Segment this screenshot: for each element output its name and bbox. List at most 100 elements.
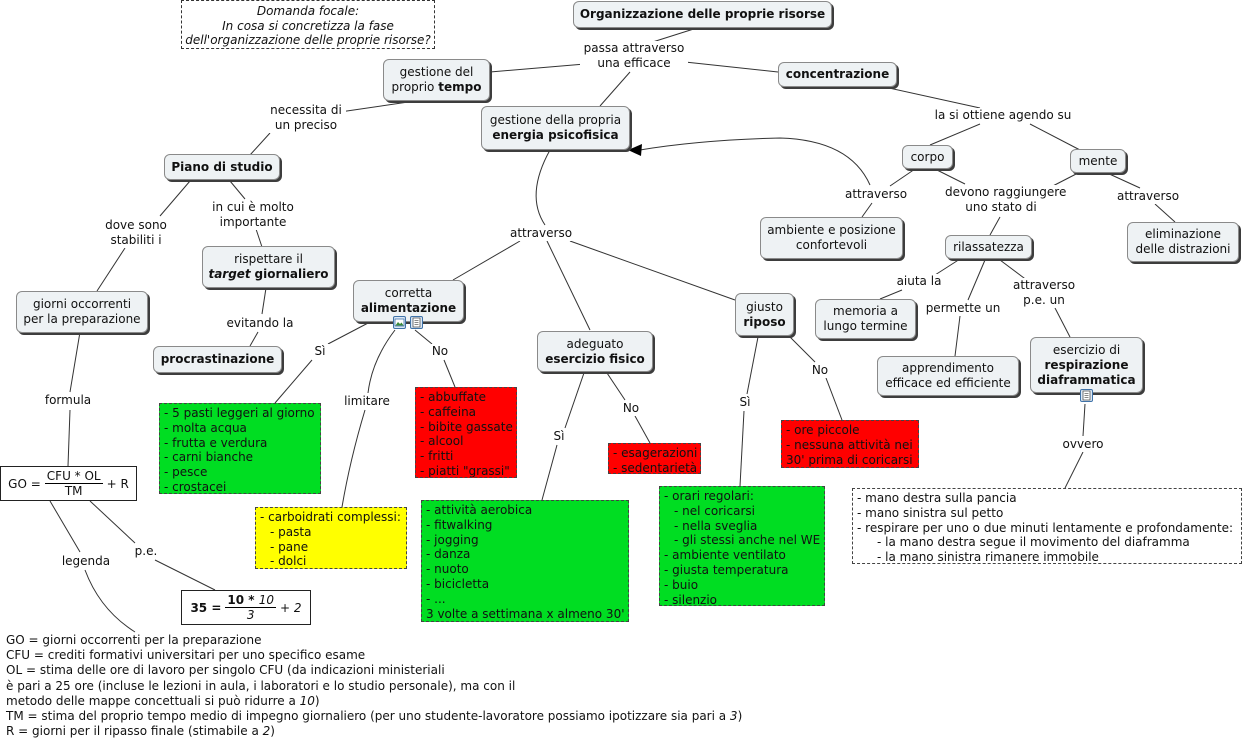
example-fraction: 10 * 10 3 bbox=[225, 593, 277, 622]
link-label-no: No bbox=[619, 401, 643, 416]
node-procrastinazione[interactable]: procrastinazione bbox=[153, 346, 282, 373]
link-label-attraverso-pe: attraverso p.e. un bbox=[1008, 278, 1080, 308]
list-item: - bibite gassate bbox=[420, 419, 513, 434]
list-item: - mano destra sulla pancia bbox=[857, 491, 1017, 505]
node-eliminazione-distrazioni[interactable]: eliminazione delle distrazioni bbox=[1127, 222, 1239, 262]
link-label-in-cui: in cui è molto importante bbox=[205, 200, 301, 230]
link-label-dove-sono: dove sono stabiliti i bbox=[100, 218, 172, 248]
node-respirazione-diaframmatica[interactable]: esercizio di respirazione diaframmatica bbox=[1030, 337, 1143, 393]
link-label-no: No bbox=[428, 344, 452, 359]
node-root[interactable]: Organizzazione delle proprie risorse bbox=[573, 1, 832, 28]
list-item: - ore piccole bbox=[786, 423, 860, 437]
list-item: - silenzio bbox=[664, 592, 718, 606]
image-icon[interactable] bbox=[393, 316, 406, 329]
box-respirazione-istruzioni: - mano destra sulla pancia - mano sinist… bbox=[852, 488, 1242, 564]
list-item: - 5 pasti leggeri al giorno bbox=[164, 406, 315, 420]
list-item: - bicicletta bbox=[426, 576, 490, 591]
list-item: - frutta e verdura bbox=[164, 435, 268, 450]
link-label-si-ottiene: la si ottiene agendo su bbox=[933, 108, 1073, 123]
box-alimentazione-si: - 5 pasti leggeri al giorno - molta acqu… bbox=[159, 403, 321, 494]
note-icon[interactable] bbox=[410, 316, 423, 329]
link-label-limitare: limitare bbox=[339, 394, 395, 409]
list-item: - carni bianche bbox=[164, 450, 254, 465]
list-item: - nuoto bbox=[426, 562, 469, 577]
list-item: - ... bbox=[426, 591, 446, 606]
node-apprendimento[interactable]: apprendimento efficace ed efficiente bbox=[877, 356, 1019, 396]
box-riposo-si: - orari regolari: - nel coricarsi - nell… bbox=[659, 486, 825, 606]
box-alimentazione-no: - abbuffate - caffeina - bibite gassate … bbox=[415, 387, 517, 478]
list-item: - orari regolari: bbox=[664, 489, 754, 503]
box-esercizio-no: - esagerazioni - sedentarietà bbox=[608, 443, 701, 474]
list-item: - la mano sinistra rimanere immobile bbox=[877, 550, 1099, 564]
list-item: - pane bbox=[270, 539, 309, 554]
list-item: - jogging bbox=[426, 532, 479, 547]
link-label-passa-attraverso: passa attraverso una efficace bbox=[580, 41, 688, 71]
link-label-permette: permette un bbox=[922, 301, 1004, 316]
list-item: - giusta temperatura bbox=[664, 562, 789, 577]
list-item: - crostacei bbox=[164, 479, 227, 494]
formula-box: GO = CFU * OL TM + R bbox=[0, 466, 137, 501]
list-item: - nessuna attività nei bbox=[786, 437, 913, 452]
node-gestione-tempo[interactable]: gestione del proprio tempo bbox=[383, 59, 490, 101]
focal-question: Domanda focale: In cosa si concretizza l… bbox=[181, 0, 435, 49]
list-item: - dolci bbox=[270, 554, 307, 569]
list-item: - sedentarietà bbox=[613, 460, 698, 474]
box-carboidrati: - carboidrati complessi: - pasta - pane … bbox=[255, 507, 407, 569]
node-rispettare-target[interactable]: rispettare il target giornaliero bbox=[202, 246, 335, 288]
list-item: 30' prima di coricarsi bbox=[786, 452, 913, 467]
link-label-attraverso-mente: attraverso bbox=[1112, 189, 1184, 204]
link-label-si: Sì bbox=[548, 429, 570, 444]
node-piano-di-studio[interactable]: Piano di studio bbox=[164, 154, 280, 180]
link-label-si: Sì bbox=[309, 344, 331, 359]
list-item: - attività aerobica bbox=[426, 503, 533, 517]
node-ambiente-posizione[interactable]: ambiente e posizione confortevoli bbox=[760, 217, 903, 259]
node-concentrazione[interactable]: concentrazione bbox=[778, 62, 897, 87]
link-label-attraverso-corpo: attraverso bbox=[840, 187, 912, 202]
list-item: - mano sinistra sul petto bbox=[857, 505, 1004, 520]
list-item: - alcool bbox=[420, 434, 464, 449]
link-label-evitando: evitando la bbox=[220, 316, 300, 331]
list-item: - fitwalking bbox=[426, 517, 493, 532]
link-label-pe: p.e. bbox=[130, 544, 162, 559]
list-item: - esagerazioni bbox=[613, 446, 698, 460]
link-label-no: No bbox=[808, 363, 832, 378]
list-item: - carboidrati complessi: bbox=[260, 510, 401, 524]
list-item: - la mano destra segue il movimento del … bbox=[877, 535, 1190, 550]
box-riposo-no: - ore piccole - nessuna attività nei 30'… bbox=[781, 420, 919, 468]
node-mente[interactable]: mente bbox=[1070, 149, 1126, 173]
link-label-necessita: necessita di un preciso bbox=[266, 103, 346, 133]
list-item: - danza bbox=[426, 547, 471, 562]
list-item: - caffeina bbox=[420, 404, 477, 419]
link-label-aiuta: aiuta la bbox=[893, 274, 945, 289]
link-label-devono-raggiungere: devono raggiungere uno stato di bbox=[945, 185, 1067, 215]
box-esercizio-si: - attività aerobica - fitwalking - joggi… bbox=[421, 500, 629, 622]
list-item: - pasta bbox=[270, 524, 312, 539]
list-item: - nella sveglia bbox=[674, 518, 758, 533]
link-label-attraverso: attraverso bbox=[505, 226, 577, 241]
node-gestione-energia[interactable]: gestione della propria energia psicofisi… bbox=[481, 106, 630, 150]
link-label-formula: formula bbox=[40, 393, 96, 408]
note-icon[interactable] bbox=[1080, 389, 1093, 402]
list-item: - gli stessi anche nel WE bbox=[674, 533, 821, 548]
node-rilassatezza[interactable]: rilassatezza bbox=[945, 235, 1032, 259]
link-label-ovvero: ovvero bbox=[1058, 437, 1108, 452]
node-adeguato-esercizio[interactable]: adeguato esercizio fisico bbox=[537, 331, 653, 372]
list-item: - buio bbox=[664, 577, 699, 592]
link-label-si: Sì bbox=[734, 395, 756, 410]
legend-text: GO = giorni occorrenti per la preparazio… bbox=[6, 633, 743, 740]
list-item: - respirare per uno o due minuti lentame… bbox=[857, 520, 1234, 535]
formula-fraction: CFU * OL TM bbox=[44, 469, 103, 498]
list-item: - nel coricarsi bbox=[674, 503, 755, 518]
node-giorni-occorrenti[interactable]: giorni occorrenti per la preparazione bbox=[16, 291, 148, 333]
node-memoria-lungo-termine[interactable]: memoria a lungo termine bbox=[815, 299, 916, 339]
list-item: - ambiente ventilato bbox=[664, 548, 786, 563]
node-giusto-riposo[interactable]: giusto riposo bbox=[735, 293, 794, 336]
list-item: - piatti "grassi" bbox=[420, 463, 510, 478]
example-box: 35 = 10 * 10 3 + 2 bbox=[181, 590, 311, 625]
node-corpo[interactable]: corpo bbox=[902, 145, 953, 169]
list-item: 3 volte a settimana x almeno 30' bbox=[426, 606, 625, 621]
list-item: - abbuffate bbox=[420, 390, 487, 404]
link-label-legenda: legenda bbox=[58, 554, 114, 569]
node-corretta-alimentazione[interactable]: corretta alimentazione bbox=[353, 280, 464, 322]
